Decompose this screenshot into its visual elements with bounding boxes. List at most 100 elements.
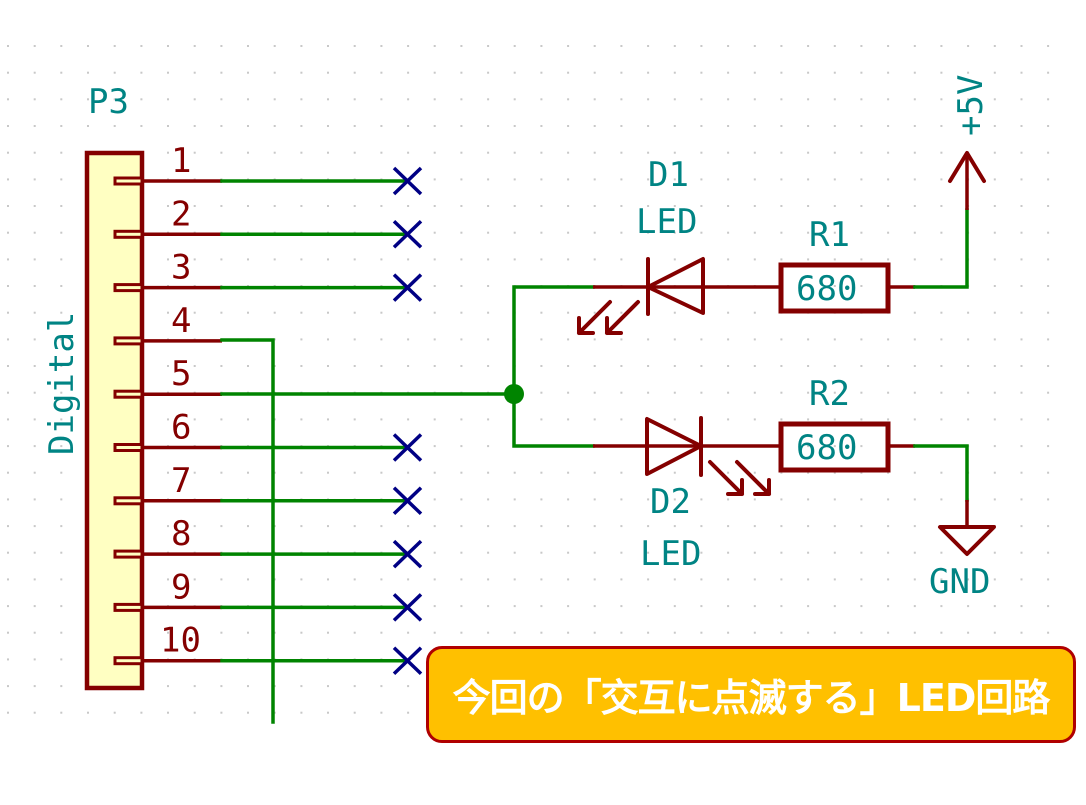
- grid-dot: [833, 418, 836, 421]
- grid-dot: [647, 151, 650, 154]
- grid-dot: [673, 365, 676, 367]
- grid-dot: [567, 125, 570, 127]
- grid-dot: [7, 445, 9, 448]
- connector-pin-7[interactable]: 7: [113, 461, 423, 516]
- grid-dot: [7, 418, 9, 421]
- grid-dot: [247, 151, 249, 154]
- grid-dot: [407, 258, 410, 261]
- grid-dot: [7, 658, 9, 661]
- grid-dot: [887, 631, 890, 634]
- grid-dot: [620, 71, 623, 74]
- grid-dot: [647, 391, 650, 394]
- d1-value: LED: [636, 202, 697, 242]
- connector-pin-1[interactable]: 1: [113, 141, 423, 196]
- grid-dot: [7, 285, 9, 287]
- grid-dot: [833, 471, 836, 474]
- grid-dot: [220, 205, 223, 207]
- resistor-r2[interactable]: R2 680: [778, 374, 915, 473]
- connector-pin-5[interactable]: 5: [113, 354, 222, 399]
- power-gnd[interactable]: GND: [929, 500, 996, 602]
- grid-dot: [807, 525, 810, 528]
- grid-dot: [753, 365, 756, 367]
- grid-dot: [60, 365, 63, 367]
- grid-dot: [87, 711, 89, 714]
- wire-led-branch[interactable]: [512, 285, 595, 448]
- grid-dot: [700, 631, 703, 634]
- connector-pin-9[interactable]: 9: [113, 567, 423, 622]
- grid-dot: [60, 151, 63, 154]
- grid-dot: [300, 685, 303, 688]
- wire-r2-to-gnd[interactable]: [913, 444, 969, 502]
- grid-dot: [327, 258, 329, 261]
- connector-pin-10[interactable]: 10: [113, 621, 423, 675]
- connector-pin-8[interactable]: 8: [113, 514, 423, 569]
- grid-dots: [7, 45, 1050, 714]
- grid-dot: [380, 418, 383, 421]
- power-5v[interactable]: +5V: [948, 75, 991, 210]
- pin-number: 6: [171, 408, 191, 448]
- grid-dot: [353, 711, 356, 714]
- wire-pin4[interactable]: [220, 338, 275, 724]
- grid-dot: [567, 525, 570, 528]
- grid-dot: [860, 365, 863, 367]
- connector-pin-4[interactable]: 4: [113, 301, 222, 346]
- grid-dot: [540, 418, 543, 421]
- grid-dot: [540, 178, 543, 181]
- grid-dot: [833, 285, 836, 287]
- grid-dot: [833, 205, 836, 207]
- grid-dot: [300, 258, 303, 261]
- grid-dot: [487, 365, 490, 367]
- connector-pin-2[interactable]: 2: [113, 194, 423, 249]
- connector-pin-6[interactable]: 6: [113, 408, 423, 462]
- grid-dot: [540, 151, 543, 154]
- grid-dot: [967, 578, 970, 581]
- grid-dot: [433, 525, 436, 528]
- grid-dot: [887, 391, 890, 394]
- grid-dot: [673, 551, 676, 554]
- grid-dot: [753, 551, 756, 554]
- grid-dot: [407, 98, 410, 101]
- grid-dot: [753, 205, 756, 207]
- grid-dot: [380, 205, 383, 207]
- resistor-r1[interactable]: R1 680: [778, 215, 915, 314]
- grid-dot: [487, 178, 490, 181]
- grid-dot: [1020, 311, 1023, 314]
- grid-dot: [673, 151, 676, 154]
- grid-dot: [33, 311, 36, 314]
- led-d1[interactable]: D1 LED: [577, 155, 781, 335]
- grid-dot: [433, 231, 436, 234]
- grid-dot: [193, 471, 196, 474]
- grid-dot: [993, 418, 996, 421]
- wire-r1-to-5v[interactable]: [913, 208, 969, 289]
- grid-dot: [353, 71, 356, 74]
- grid-dot: [7, 525, 9, 528]
- grid-dot: [540, 471, 543, 474]
- grid-dot: [433, 311, 436, 314]
- grid-dot: [887, 551, 890, 554]
- grid-dot: [300, 98, 303, 101]
- grid-dot: [353, 258, 356, 261]
- grid-dot: [433, 285, 436, 287]
- grid-dot: [860, 151, 863, 154]
- grid-dot: [593, 551, 596, 554]
- grid-dot: [993, 471, 996, 474]
- grid-dot: [247, 711, 249, 714]
- grid-dot: [60, 685, 63, 688]
- led-d2[interactable]: D2 LED: [593, 416, 781, 574]
- grid-dot: [940, 391, 943, 394]
- grid-dot: [220, 125, 223, 127]
- grid-dot: [913, 125, 916, 127]
- grid-dot: [673, 231, 676, 234]
- grid-dot: [833, 498, 836, 501]
- grid-dot: [780, 231, 783, 234]
- connector-pin-3[interactable]: 3: [113, 248, 423, 302]
- grid-dot: [647, 205, 650, 207]
- grid-dot: [727, 631, 730, 634]
- grid-dot: [807, 338, 810, 341]
- pin-number: 3: [171, 248, 191, 288]
- grid-dot: [513, 71, 516, 74]
- grid-dot: [193, 525, 196, 528]
- grid-dot: [833, 71, 836, 74]
